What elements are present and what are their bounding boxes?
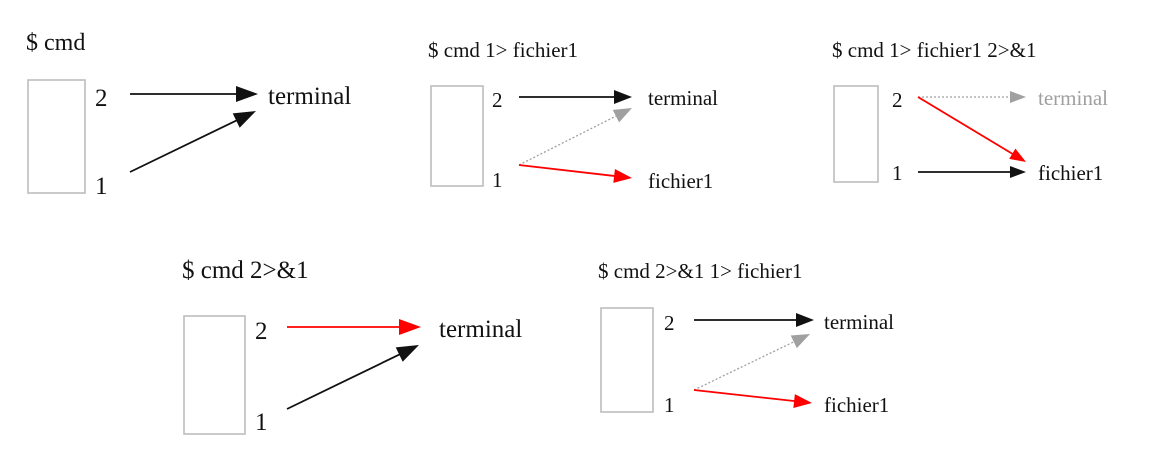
- arrow-fd2-to-terminal-arrowhead: [399, 319, 421, 335]
- arrow-fd2-to-terminal-arrowhead: [236, 86, 258, 102]
- diagram-3: $ cmd 1> fichier1 2>&1 2 1 terminal fichier1: [832, 38, 1108, 185]
- arrow-fd1-to-fichier1-arrowhead: [793, 394, 812, 408]
- arrow-fd2-to-terminal: [694, 313, 814, 327]
- fd-2-label: 2: [492, 88, 503, 112]
- arrow-fd1-to-terminal-arrowhead: [232, 111, 256, 128]
- arrow-fd1-to-fichier1: [918, 166, 1026, 178]
- diagram-4: $ cmd 2>&1 2 1 terminal: [182, 257, 522, 436]
- arrow-fd2-to-terminal: [519, 90, 632, 104]
- fd-1-label: 1: [892, 161, 903, 185]
- target-fichier1-label: fichier1: [648, 169, 713, 193]
- arrow-fd2-to-terminal: [130, 86, 258, 102]
- arrow-fd2-to-terminal-arrowhead: [614, 90, 632, 104]
- arrow-fd1-to-terminal-arrowhead: [790, 334, 810, 349]
- arrow-fd2-to-terminal-arrowhead: [796, 313, 814, 327]
- target-terminal-label: terminal: [1038, 86, 1108, 110]
- target-terminal-label: terminal: [648, 86, 718, 110]
- process-box: [600, 307, 654, 413]
- command-label: $ cmd: [26, 30, 85, 56]
- diagram-5: $ cmd 2>&1 1> fichier1 2 1 terminal fichier1: [598, 259, 894, 417]
- arrow-fd1-to-fichier1-arrowhead: [613, 168, 632, 183]
- arrow-fd1-to-fichier1-line: [693, 389, 796, 403]
- fd-1-label: 1: [255, 409, 268, 436]
- arrow-fd1-to-terminal-arrowhead: [395, 345, 419, 362]
- command-label: $ cmd 2>&1: [182, 257, 309, 284]
- arrow-fd1-to-terminal: [518, 108, 632, 166]
- arrow-fd1-to-terminal-line: [693, 340, 795, 391]
- diagram-1: $ cmd 2 1 terminal: [26, 30, 351, 200]
- process-box: [430, 85, 484, 187]
- arrow-fd1-to-fichier1-arrowhead: [1010, 166, 1026, 178]
- arrow-fd1-to-terminal-arrowhead: [612, 108, 632, 123]
- process-box: [27, 79, 86, 194]
- arrow-fd2-to-fichier1-arrowhead: [1009, 148, 1026, 162]
- process-box: [833, 85, 879, 183]
- target-fichier1-label: fichier1: [824, 393, 889, 417]
- arrow-fd2-to-fichier1: [917, 96, 1026, 162]
- arrow-fd1-to-terminal: [286, 345, 419, 410]
- arrow-fd2-to-terminal-arrowhead: [1010, 91, 1026, 103]
- target-terminal-label: terminal: [439, 316, 522, 343]
- arrow-fd1-to-terminal-line: [286, 353, 401, 410]
- arrow-fd2-to-terminal: [918, 91, 1026, 103]
- fd-2-label: 2: [892, 88, 903, 112]
- arrow-fd1-to-terminal: [129, 111, 256, 173]
- arrow-fd2-to-fichier1-line: [917, 96, 1014, 156]
- fd-2-label: 2: [255, 318, 268, 345]
- fd-2-label: 2: [664, 311, 675, 335]
- target-terminal-label: terminal: [268, 83, 351, 110]
- fd-2-label: 2: [95, 85, 108, 112]
- diagram-2: $ cmd 1> fichier1 2 1 terminal fichier1: [428, 38, 718, 193]
- arrow-fd1-to-fichier1-line: [518, 164, 616, 177]
- arrow-fd1-to-terminal-line: [518, 115, 618, 166]
- fd-1-label: 1: [95, 173, 108, 200]
- arrow-fd1-to-terminal: [693, 334, 810, 391]
- arrow-fd1-to-terminal-line: [129, 119, 238, 173]
- fd-1-label: 1: [664, 393, 675, 417]
- target-terminal-label: terminal: [824, 310, 894, 334]
- command-label: $ cmd 2>&1 1> fichier1: [598, 259, 802, 283]
- target-fichier1-label: fichier1: [1038, 161, 1103, 185]
- command-label: $ cmd 1> fichier1: [428, 38, 578, 62]
- arrow-fd1-to-fichier1: [518, 164, 632, 183]
- arrow-fd2-to-terminal: [287, 319, 421, 335]
- process-box: [183, 315, 246, 435]
- arrow-fd1-to-fichier1: [693, 389, 812, 408]
- fd-1-label: 1: [492, 168, 503, 192]
- command-label: $ cmd 1> fichier1 2>&1: [832, 38, 1036, 62]
